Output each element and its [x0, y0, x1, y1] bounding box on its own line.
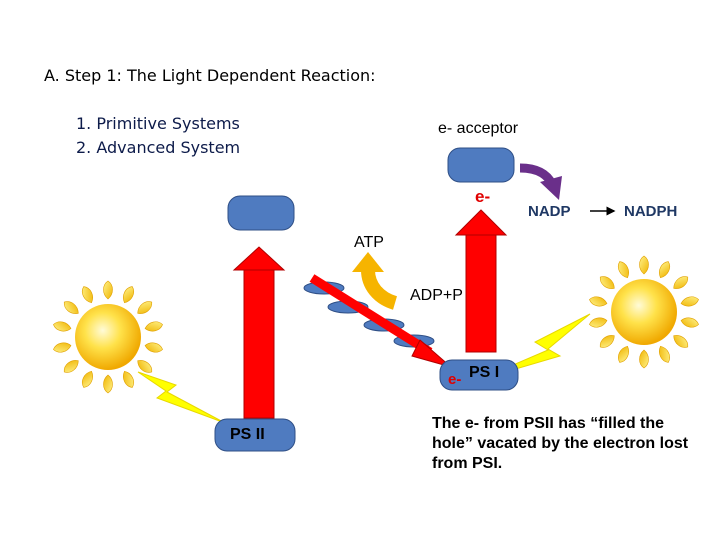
explanation-note: The e- from PSII has “filled the hole” v…	[432, 415, 689, 472]
sun-ray	[618, 345, 629, 363]
sun-ray	[53, 321, 72, 332]
sun-ray	[103, 280, 113, 300]
sun-ray	[673, 276, 689, 289]
sun-ray	[103, 374, 113, 394]
sun-ray	[82, 370, 93, 388]
atp-label: ATP	[354, 234, 384, 251]
sun-ray	[63, 360, 79, 373]
ps1-label: PS I	[469, 364, 500, 381]
sun-ray	[659, 345, 670, 363]
nadph-label: NADPH	[624, 203, 678, 220]
sun-ray	[589, 296, 608, 307]
sun-ray	[680, 317, 699, 328]
ps2-label: PS II	[230, 426, 265, 443]
sun-ray	[123, 286, 134, 304]
ps2-excitation-arrow	[232, 246, 286, 419]
sun-ray	[123, 370, 134, 388]
sun-ray	[144, 321, 163, 332]
sun-ray	[82, 286, 93, 304]
ps2-box	[214, 418, 296, 452]
sun-ray	[144, 342, 163, 353]
electron-label-top: e-	[475, 187, 491, 206]
sun-ray	[53, 342, 72, 353]
acceptor-label: e- acceptor	[438, 120, 519, 137]
ps1-excitation-arrow	[454, 209, 508, 353]
sun-ray	[680, 296, 699, 307]
sun-ray	[639, 349, 649, 369]
list-item-primitive: 1. Primitive Systems	[76, 114, 240, 133]
sun-icon-right	[589, 255, 699, 369]
nadp-label: NADP	[528, 203, 571, 220]
sun-ray	[137, 301, 153, 314]
lightning-icon-left	[137, 371, 226, 424]
atp-arrow	[361, 269, 398, 310]
sun-ray	[599, 335, 615, 348]
sun-ray	[589, 317, 608, 328]
electron-label-ps1: e-	[448, 371, 462, 388]
sun-ray	[639, 255, 649, 275]
sun-ray	[659, 261, 670, 279]
ps2-acceptor	[227, 195, 295, 231]
sun-ray	[673, 335, 689, 348]
sun-icon-left	[53, 280, 163, 394]
sun-ray	[618, 261, 629, 279]
sun-ray	[599, 276, 615, 289]
ps1-acceptor	[447, 147, 515, 183]
transport-arrow	[309, 274, 433, 356]
list-item-advanced: 2. Advanced System	[76, 138, 241, 157]
adp-label: ADP+P	[410, 287, 463, 304]
page-title: A. Step 1: The Light Dependent Reaction:	[44, 66, 376, 85]
sun-ray	[63, 301, 79, 314]
sun-ray	[137, 360, 153, 373]
ps1-box	[439, 359, 519, 391]
